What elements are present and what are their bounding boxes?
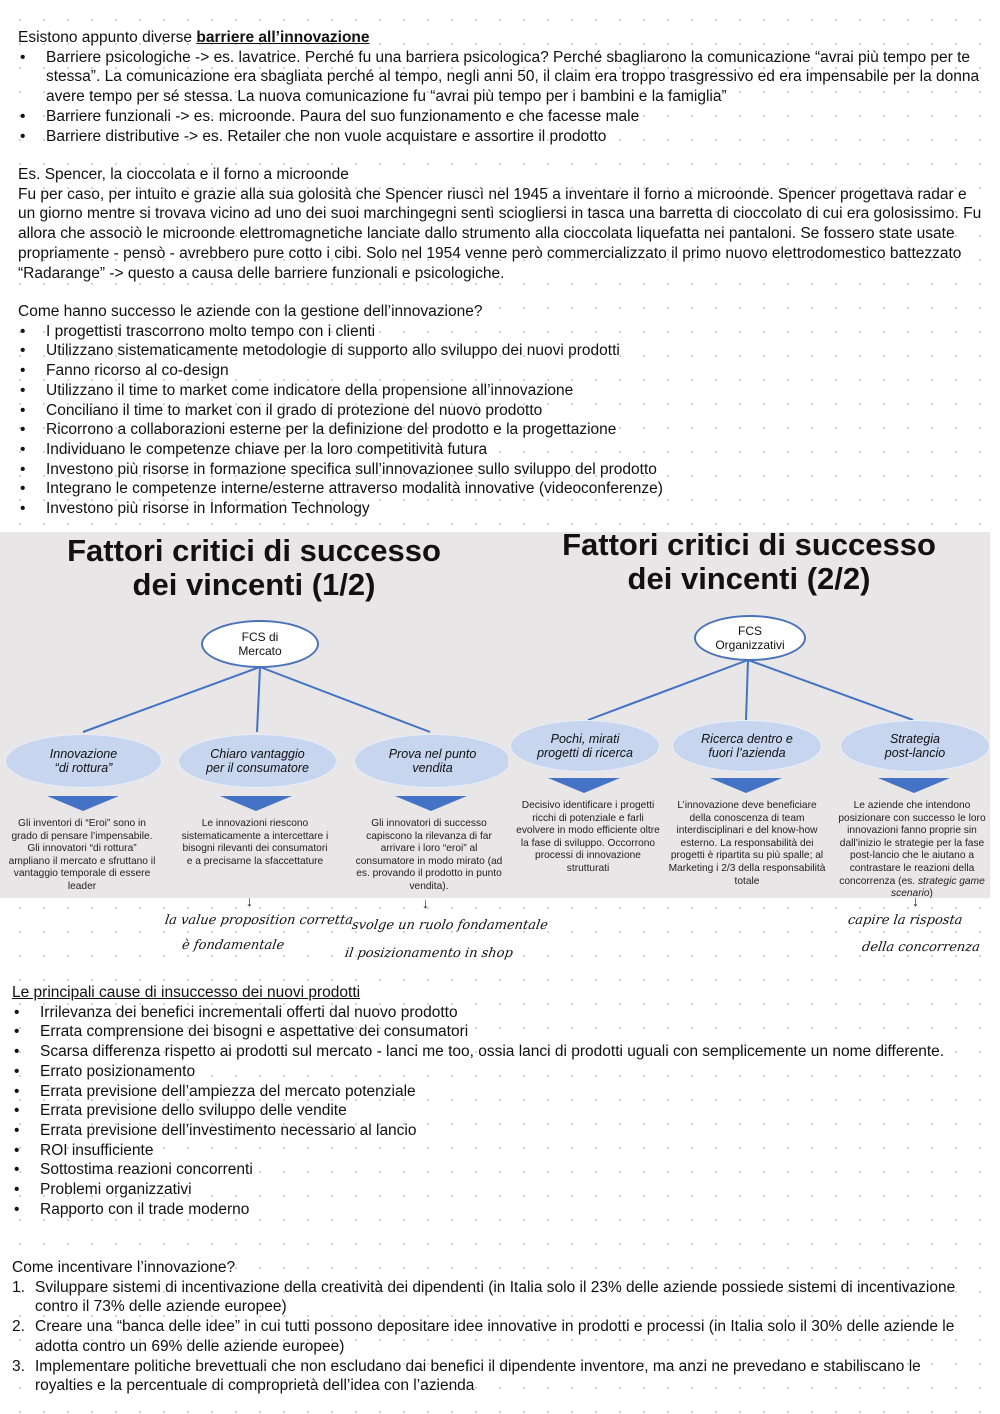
tree-connectors: [587, 659, 914, 721]
handwritten-note: è fondamentale: [180, 938, 286, 953]
incentives-list: 1.Sviluppare sistemi di incentivazione d…: [12, 1278, 976, 1396]
list-item: Utilizzano il time to market come indica…: [18, 381, 982, 401]
slide-title: Fattori critici di successo dei vincenti…: [562, 527, 936, 596]
down-arrow-icon: [220, 796, 292, 811]
list-item: Scarsa differenza rispetto ai prodotti s…: [12, 1042, 976, 1062]
handwritten-note: svolge un ruolo fondamentale: [350, 918, 549, 933]
down-arrow-icon: [710, 778, 782, 793]
barriers-keyword: barriere all’innovazione: [196, 29, 370, 46]
list-item: 1.Sviluppare sistemi di incentivazione d…: [12, 1278, 956, 1316]
down-arrow-icon: [548, 778, 620, 793]
list-item: 2.Creare una “banca delle idee” in cui t…: [12, 1318, 955, 1355]
hand-arrow-icon: ↓: [422, 895, 429, 911]
list-item: ROI insufficiente: [12, 1141, 976, 1161]
success-list: I progettisti trascorrono molto tempo co…: [18, 322, 982, 519]
list-item: Barriere psicologiche -> es. lavatrice. …: [18, 48, 982, 107]
list-item: Conciliano il time to market con il grad…: [18, 401, 982, 421]
down-arrow-icon: [47, 796, 119, 811]
handwritten-note: della concorrenza: [860, 940, 981, 955]
node-description: Gli inventori di “Eroi” sono in grado di…: [8, 818, 156, 892]
failure-causes-section: Le principali cause di insuccesso dei nu…: [12, 983, 976, 1219]
list-item: I progettisti trascorrono molto tempo co…: [18, 322, 982, 342]
list-item: Investono più risorse in formazione spec…: [18, 460, 982, 480]
node-innovazione-rottura: Innovazione“di rottura”: [5, 734, 162, 788]
hand-arrow-icon: ↓: [912, 893, 919, 909]
spencer-section: Es. Spencer, la cioccolata e il forno a …: [18, 165, 982, 283]
tree-connectors: [82, 666, 431, 733]
hand-arrow-icon: ↓: [246, 893, 253, 909]
node-description: L’innovazione deve beneficiare della con…: [668, 800, 826, 887]
success-section: Come hanno successo le aziende con la ge…: [18, 302, 982, 519]
down-arrow-icon: [878, 778, 950, 793]
barriers-list: Barriere psicologiche -> es. lavatrice. …: [18, 48, 982, 147]
failure-heading: Le principali cause di insuccesso dei nu…: [12, 984, 361, 1001]
down-arrow-icon: [395, 796, 467, 811]
failure-list: Irrilevanza dei benefici incrementali of…: [12, 1003, 976, 1220]
list-item: Rapporto con il trade moderno: [12, 1200, 976, 1220]
slide-organizational-fcs: Fattori critici di successo dei vincenti…: [508, 528, 990, 900]
list-item: Utilizzano sistematicamente metodologie …: [18, 341, 982, 361]
list-item: Errata previsione dell’ampiezza del merc…: [12, 1082, 976, 1102]
barriers-intro: Esistono appunto diverse barriere all’in…: [18, 29, 370, 46]
list-item: Sottostima reazioni concorrenti: [12, 1160, 976, 1180]
list-item: Individuano le competenze chiave per la …: [18, 440, 982, 460]
list-item: Barriere distributive -> es. Retailer ch…: [18, 127, 982, 147]
node-description: Le aziende che intendono posizionare con…: [838, 800, 986, 900]
incentives-section: Come incentivare l’innovazione? 1.Svilup…: [12, 1258, 976, 1396]
list-item: Fanno ricorso al co-design: [18, 361, 982, 381]
list-item: Ricorrono a collaborazioni esterne per l…: [18, 420, 982, 440]
incentives-heading: Come incentivare l’innovazione?: [12, 1259, 236, 1276]
success-heading: Come hanno successo le aziende con la ge…: [18, 303, 483, 320]
node-description: Le innovazioni riescono sistematicamente…: [181, 818, 329, 867]
list-item: 3.Implementare politiche brevettuali che…: [12, 1357, 921, 1395]
list-item: Problemi organizzativi: [12, 1180, 976, 1200]
handwritten-note: la value proposition corretta: [163, 913, 355, 928]
list-item: Errata previsione dello sviluppo delle v…: [12, 1101, 976, 1121]
list-item: Errata comprensione dei bisogni e aspett…: [12, 1022, 976, 1042]
list-item: Barriere funzionali -> es. microonde. Pa…: [18, 107, 982, 127]
list-item: Errato posizionamento: [12, 1062, 976, 1082]
node-description: Gli innovatori di successo capiscono la …: [355, 818, 503, 892]
list-item: Irrilevanza dei benefici incrementali of…: [12, 1003, 976, 1023]
slide-market-fcs: Fattori critici di successo dei vincenti…: [0, 532, 511, 898]
list-item: Errata previsione dell’investimento nece…: [12, 1121, 976, 1141]
spencer-body: Fu per caso, per intuito e grazie alla s…: [18, 185, 982, 282]
handwritten-note: il posizionamento in shop: [343, 946, 514, 961]
barriers-section: Esistono appunto diverse barriere all’in…: [18, 28, 982, 146]
handwritten-note: capire la risposta: [846, 913, 964, 928]
slide-title: Fattori critici di successo dei vincenti…: [67, 533, 441, 602]
node-description: Decisivo identificare i progetti ricchi …: [516, 800, 660, 874]
spencer-heading: Es. Spencer, la cioccolata e il forno a …: [18, 166, 349, 183]
list-item: Investono più risorse in Information Tec…: [18, 499, 982, 519]
list-item: Integrano le competenze interne/esterne …: [18, 479, 982, 499]
